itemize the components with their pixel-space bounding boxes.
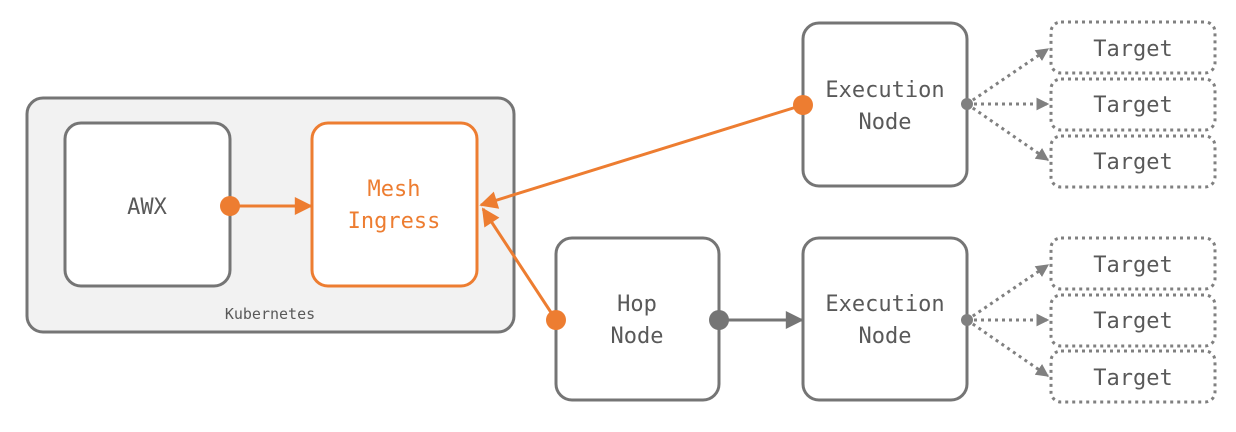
hop-node-box: [554, 236, 721, 402]
target-box: [1049, 134, 1217, 189]
target-label: Target: [1093, 366, 1172, 391]
hop-connector-dot: [546, 310, 566, 330]
execution-node-top-label-line-1: Execution: [825, 78, 944, 103]
execution-node-top: Execution Node: [801, 21, 969, 188]
fanout-origin-dot: [961, 314, 973, 326]
execution-top-connector-dot: [793, 95, 813, 115]
target-box: [1049, 293, 1217, 348]
mesh-ingress-label-line-2: Ingress: [348, 209, 441, 234]
fanout-origin-dot: [961, 98, 973, 110]
fanout-arrow: [966, 318, 1050, 378]
target-label: Target: [1093, 150, 1172, 175]
hop-to-ingress-arrow: [481, 207, 558, 321]
target-label: Target: [1093, 37, 1172, 62]
target-label: Target: [1093, 253, 1172, 278]
mesh-ingress-node: Mesh Ingress: [310, 121, 479, 288]
target-box: [1049, 236, 1217, 291]
hop-out-connector-dot: [709, 310, 729, 330]
execution-node-bottom-label-line-1: Execution: [825, 292, 944, 317]
target-box: [1049, 77, 1217, 132]
execution-node-top-box: [801, 21, 969, 188]
kubernetes-label: Kubernetes: [225, 305, 315, 323]
execution-bottom-fanout: [961, 263, 1050, 378]
target-label: Target: [1093, 309, 1172, 334]
target-box: [1049, 20, 1217, 75]
target-box: [1049, 349, 1217, 404]
hop-node-label-line-1: Hop: [617, 292, 657, 317]
awx-connector-dot: [220, 196, 240, 216]
execution-top-to-ingress-arrow: [479, 103, 804, 209]
targets-top: Target Target Target: [1049, 20, 1217, 189]
hop-node-label-line-2: Node: [611, 324, 664, 349]
awx-node: AWX: [63, 121, 232, 288]
awx-node-label: AWX: [127, 195, 167, 220]
mesh-ingress-node-box: [310, 121, 479, 288]
execution-top-fanout: [961, 47, 1050, 162]
hop-node: Hop Node: [554, 236, 721, 402]
fanout-arrow: [966, 263, 1050, 322]
fanout-arrow: [966, 47, 1050, 106]
fanout-arrow: [966, 102, 1050, 162]
targets-bottom: Target Target Target: [1049, 236, 1217, 404]
execution-node-bottom-label-line-2: Node: [859, 324, 912, 349]
execution-node-top-label-line-2: Node: [859, 110, 912, 135]
target-label: Target: [1093, 93, 1172, 118]
execution-node-bottom: Execution Node: [801, 236, 969, 402]
mesh-ingress-label-line-1: Mesh: [368, 177, 421, 202]
execution-node-bottom-box: [801, 236, 969, 402]
